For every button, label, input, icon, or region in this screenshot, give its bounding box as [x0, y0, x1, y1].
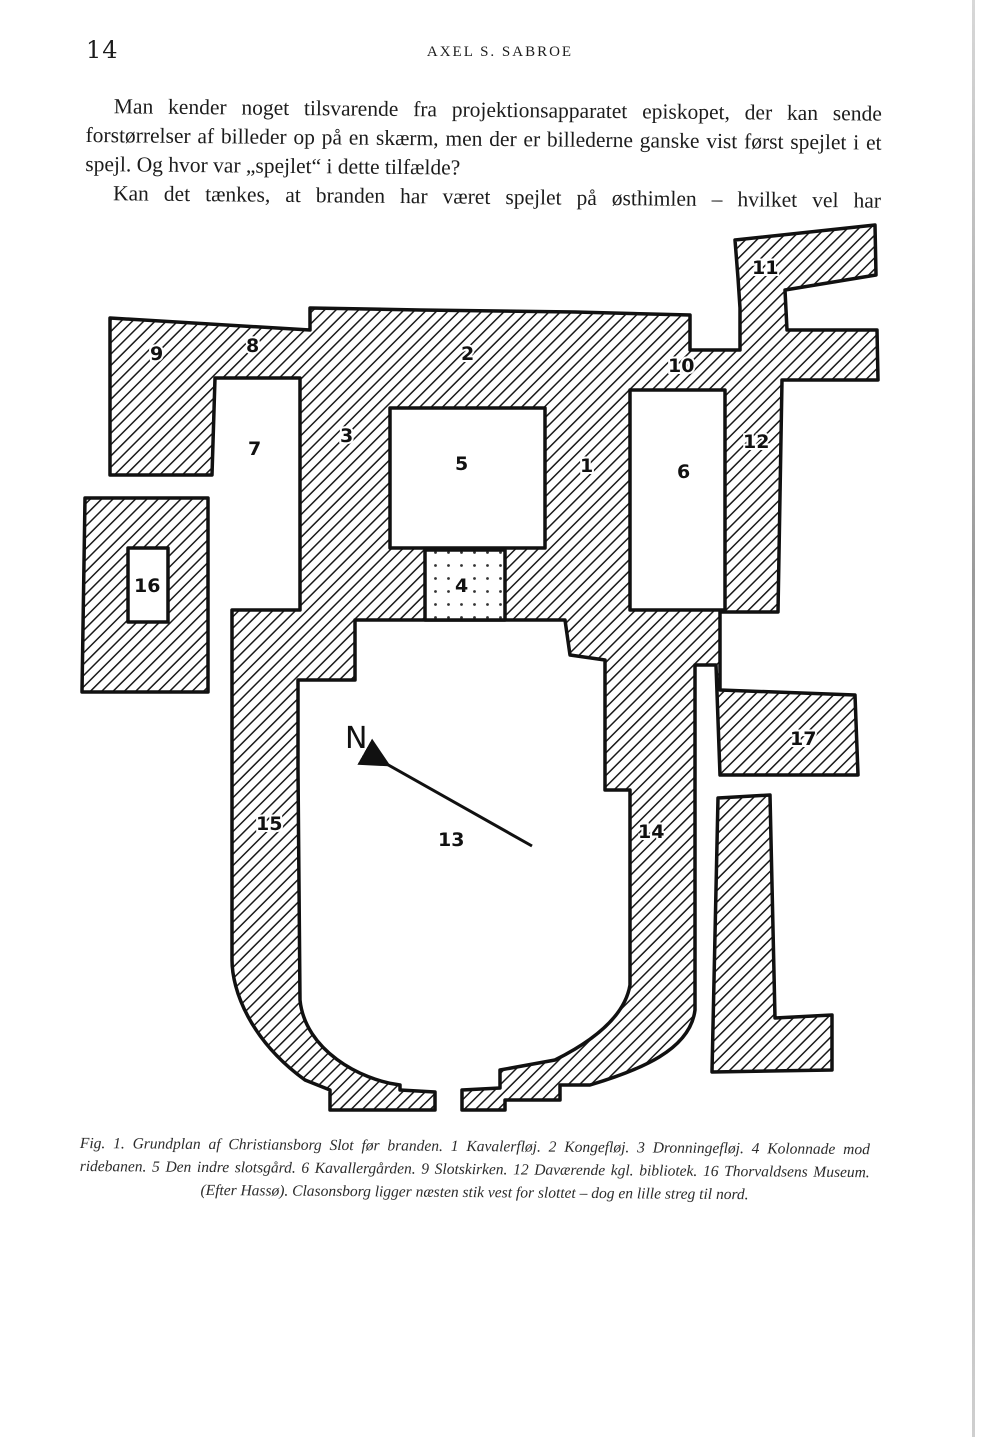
label-10: 10 [668, 355, 694, 377]
compass-arrow [357, 738, 533, 848]
label-3: 3 [340, 425, 353, 447]
label-1: 1 [580, 455, 593, 477]
running-title: AXEL S. SABROE [426, 44, 574, 60]
figure-caption: Fig. 1. Grundplan af Christiansborg Slot… [79, 1134, 870, 1204]
label-16: 16 [134, 575, 160, 597]
label-12: 12 [743, 431, 769, 453]
scan-edge-line [972, 0, 975, 1437]
palace-main-block [108, 223, 880, 1112]
label-11: 11 [752, 257, 778, 279]
label-2: 2 [461, 343, 474, 365]
paragraph-1: Man kender noget tilsvarende fra projekt… [85, 94, 882, 180]
label-15: 15 [256, 813, 282, 835]
label-7: 7 [248, 438, 261, 460]
east-block [710, 793, 834, 1074]
label-8: 8 [246, 335, 259, 357]
thorvaldsens-museum [80, 496, 210, 694]
label-14: 14 [638, 821, 664, 843]
compass-north-label: N [345, 721, 367, 756]
label-4: 4 [455, 575, 468, 597]
page-number: 14 [86, 36, 119, 64]
label-17: 17 [790, 728, 816, 750]
floor-plan: N 1 2 3 4 5 6 7 8 9 10 11 12 13 14 15 16… [80, 223, 880, 1112]
body-text: Man kender noget tilsvarende fra projekt… [85, 92, 882, 216]
label-6: 6 [677, 461, 690, 483]
label-9: 9 [150, 343, 163, 365]
label-13: 13 [438, 829, 464, 851]
colonnade [423, 548, 507, 622]
label-5: 5 [455, 453, 468, 475]
